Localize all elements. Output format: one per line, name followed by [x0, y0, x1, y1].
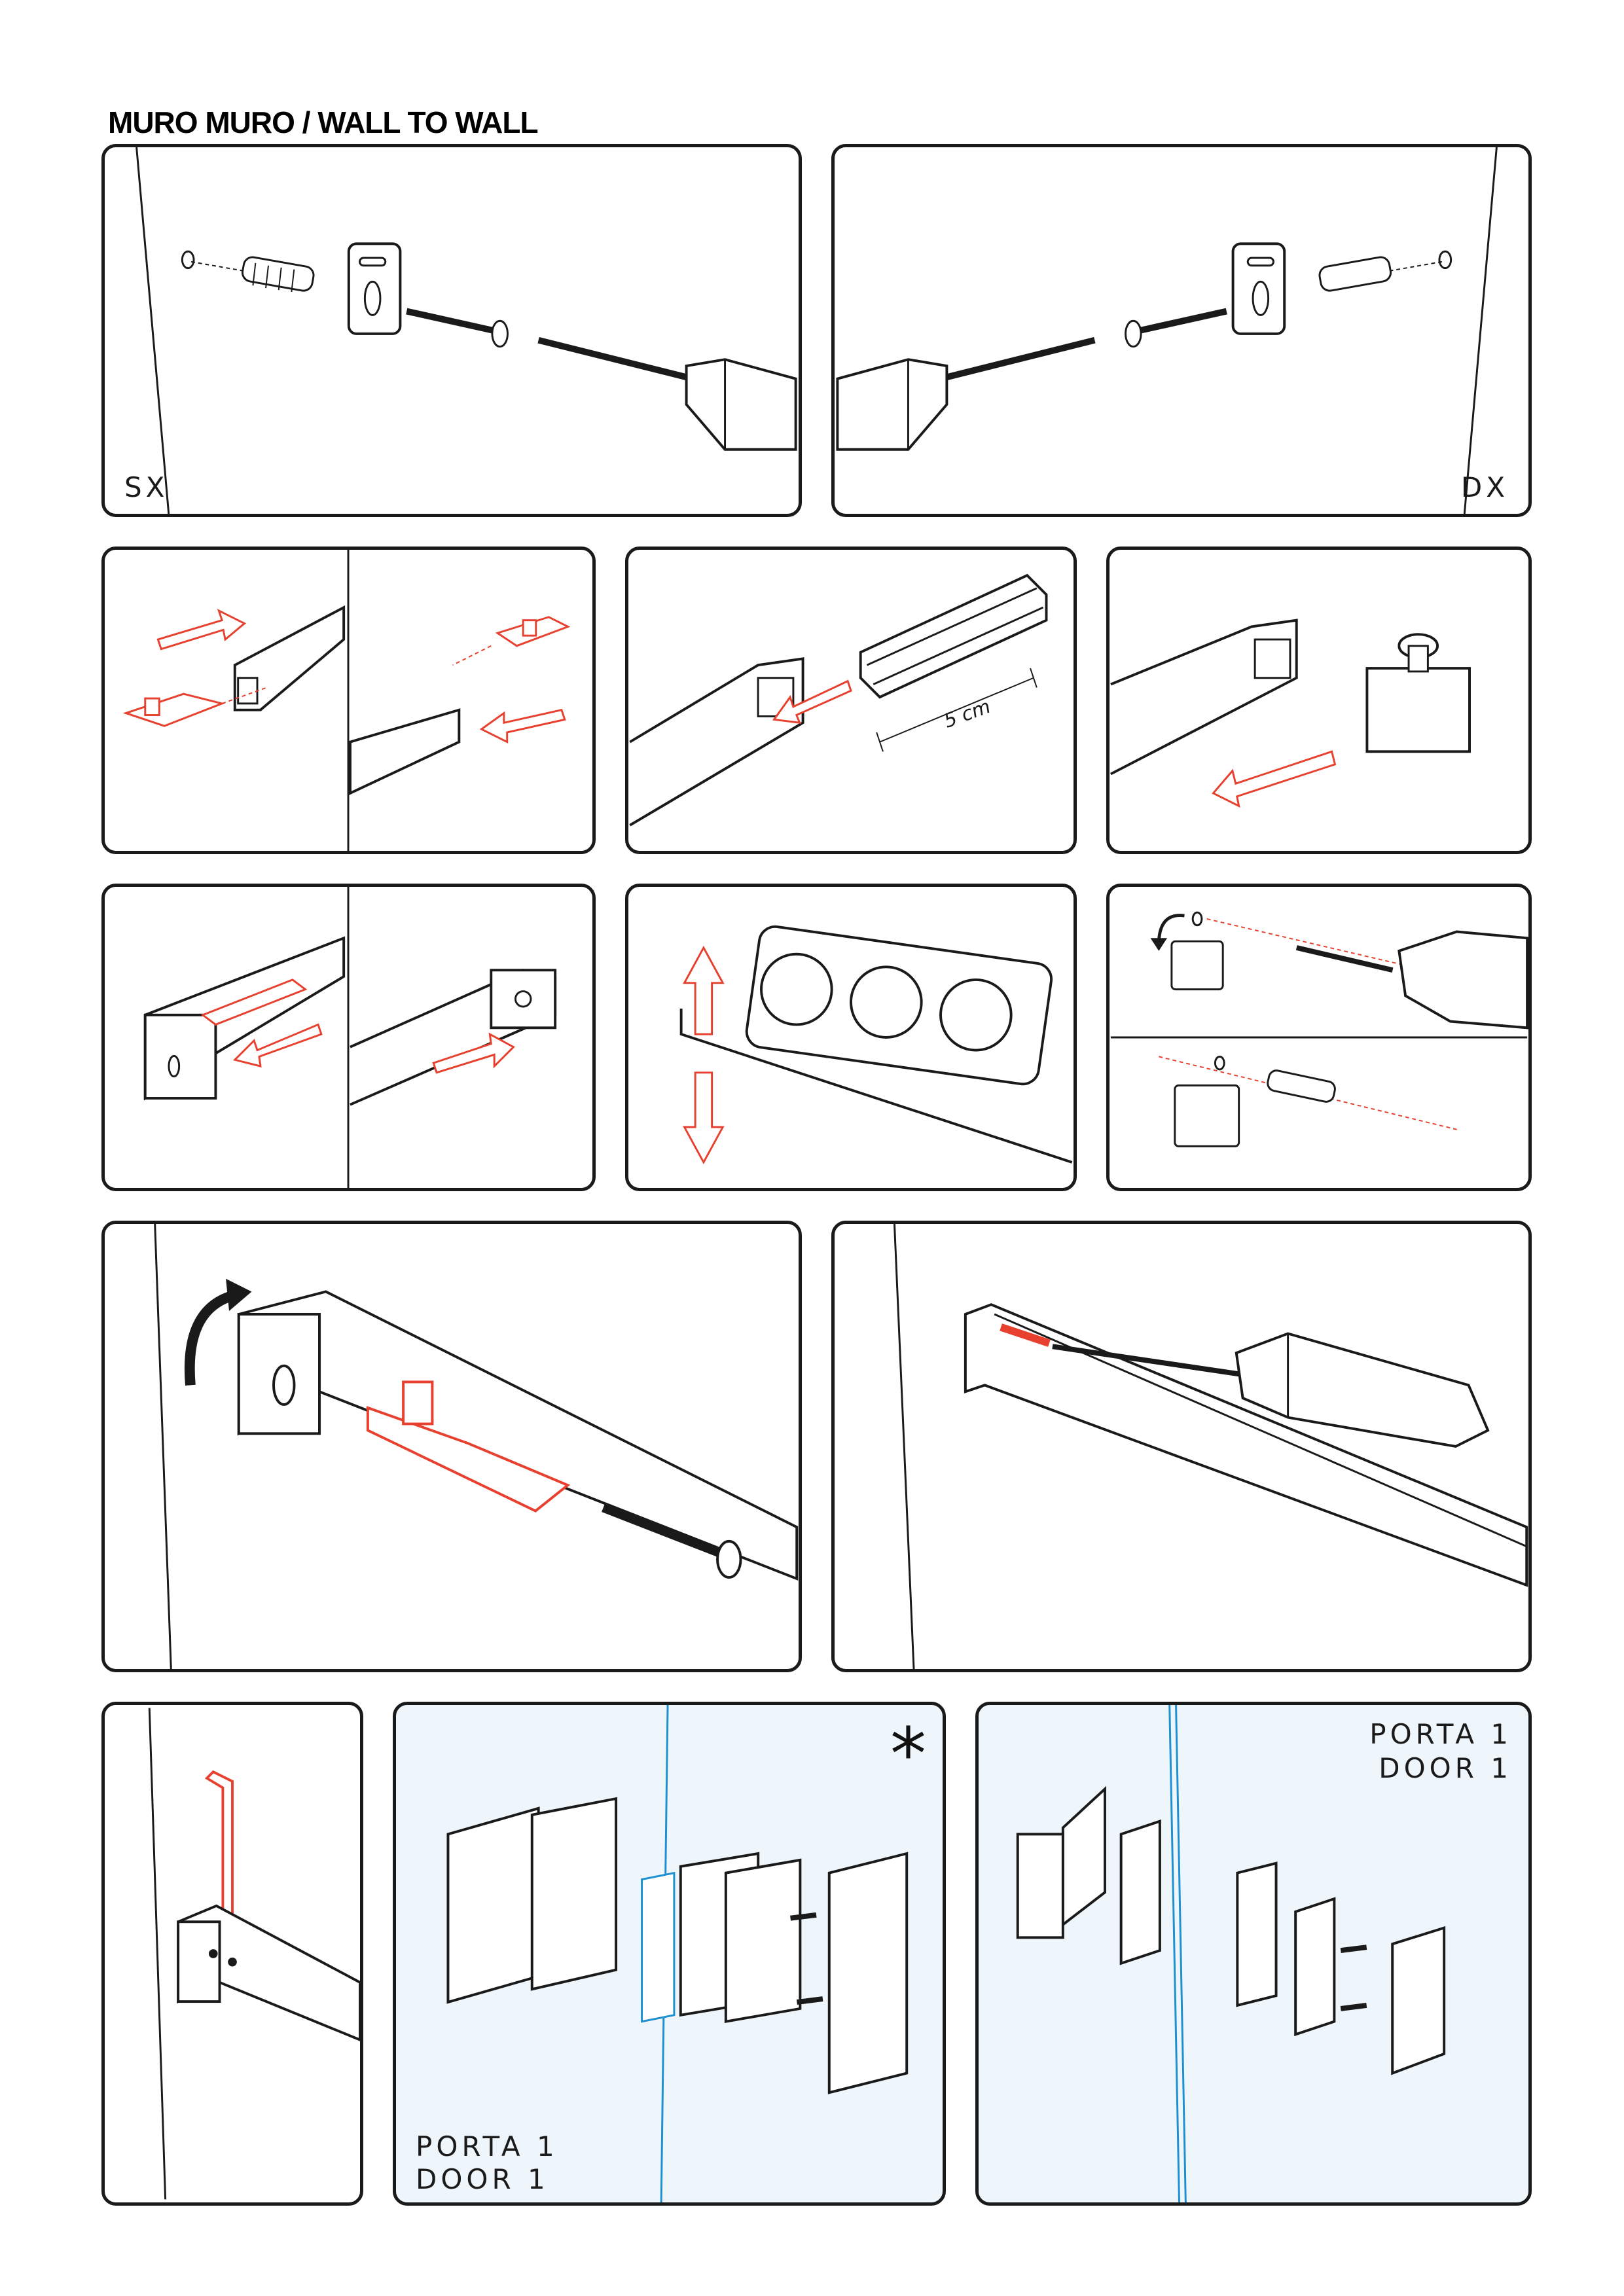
wall-fixing-right-illustration	[836, 147, 1498, 514]
page-title: MURO MURO / WALL TO WALL	[108, 105, 539, 139]
screw-icon	[602, 1503, 742, 1579]
gasket-icon	[859, 573, 1048, 699]
end-cap-icon	[1365, 633, 1471, 753]
slide-plates-illustration	[143, 887, 557, 1188]
wall-fixing-left-illustration	[135, 147, 797, 514]
door-fitting-exploded-illustration	[446, 1705, 909, 2202]
rail-end-icon	[143, 936, 346, 1101]
screwdriver-icon	[836, 336, 1096, 451]
door-label-en: DOOR 1	[416, 2163, 549, 2195]
level-tool-icon	[745, 925, 1053, 1086]
cover-cap-icon	[827, 1852, 909, 2094]
screw-icon	[406, 308, 509, 348]
arrow-icon	[232, 1023, 323, 1067]
down-arrow-icon	[683, 1071, 725, 1164]
step-panel-drill-wall	[1106, 884, 1532, 1191]
screw-icon	[1340, 1945, 1367, 2011]
step-panel-tighten-screw	[831, 1221, 1532, 1672]
gasket-icon	[641, 1871, 676, 2023]
arrow-icon	[432, 1032, 515, 1074]
arrow-icon	[156, 609, 247, 651]
rotate-arrow-icon	[184, 1278, 252, 1386]
screw-icon	[1000, 1323, 1051, 1347]
door-hinge-illustration	[1016, 1705, 1446, 2202]
cover-cap-icon	[1391, 1926, 1446, 2075]
dimension-line	[876, 668, 1038, 752]
right-side-label: DX	[1460, 471, 1509, 503]
insert-end-cap-illustration	[1110, 619, 1471, 808]
drill-icon	[1295, 930, 1528, 1030]
mount-rail-illustration	[154, 1224, 799, 1669]
rail-profile-icon	[348, 708, 461, 795]
door-label-it: PORTA 1	[416, 2130, 558, 2162]
drill-wall-illustration	[1110, 911, 1528, 1147]
rail-end-icon	[237, 1290, 799, 1581]
rail-end-icon	[350, 969, 557, 1106]
hex-key-illustration	[148, 1708, 360, 2200]
arrow-icon	[772, 679, 852, 725]
step-panel-insert-plates	[101, 547, 596, 854]
step-panel-insert-end-cap	[1106, 547, 1532, 854]
screw-icon	[790, 1912, 823, 2005]
up-arrow-icon	[683, 945, 725, 1035]
step-panel-door-fitting-exploded: * PORTA 1 DOOR 1	[393, 1702, 946, 2206]
connector-plate-icon	[366, 1380, 571, 1513]
wall-plug-icon	[241, 256, 315, 293]
wall-plug-icon	[1267, 1069, 1336, 1103]
step-panel-mount-rail	[101, 1221, 802, 1672]
insert-plates-illustration	[122, 550, 571, 851]
step-panel-insert-gasket: 5 cm	[625, 547, 1077, 854]
hinge-bracket-icon	[1016, 1785, 1106, 1939]
note-asterisk: *	[890, 1712, 926, 1796]
insert-gasket-illustration: 5 cm	[629, 573, 1048, 827]
wall-bracket-icon	[1231, 242, 1286, 335]
rotate-arrow-icon	[1150, 914, 1185, 951]
connector-plate-icon	[495, 616, 571, 647]
connector-plate-icon	[122, 692, 226, 727]
rail-profile-icon	[233, 605, 346, 711]
wall-bracket-icon	[347, 242, 402, 335]
step-panel-door-hinge: PORTA 1 DOOR 1	[975, 1702, 1532, 2206]
plate-icon	[1236, 1861, 1336, 2037]
left-side-label: SX	[124, 471, 169, 503]
adjust-height-illustration	[679, 925, 1073, 1164]
dimension-label: 5 cm	[941, 695, 994, 732]
connector-plate-icon	[200, 978, 308, 1026]
rail-end-icon	[177, 1904, 360, 2041]
rail-profile-icon	[1110, 619, 1298, 776]
arrow-icon	[479, 708, 566, 744]
screwdriver-icon	[537, 336, 797, 451]
rail-profile-icon	[629, 657, 804, 827]
door-label-en: DOOR 1	[1379, 1752, 1512, 1784]
bracket-icon	[446, 1797, 618, 2004]
step-panel-hex-key	[101, 1702, 363, 2206]
arrow-icon	[1212, 750, 1337, 808]
plate-icon	[679, 1852, 802, 2023]
step-panel-slide-plates	[101, 884, 596, 1191]
plate-icon	[1119, 1819, 1161, 1965]
tighten-screw-illustration	[893, 1224, 1528, 1669]
screwdriver-icon	[1052, 1332, 1490, 1448]
step-panel-wall-fixing-left: SX	[101, 144, 802, 517]
screw-icon	[1125, 308, 1227, 348]
step-panel-wall-fixing-right: DX	[831, 144, 1532, 517]
wall-plug-icon	[1318, 256, 1392, 292]
step-panel-adjust-height	[625, 884, 1077, 1191]
door-label-it: PORTA 1	[1369, 1718, 1512, 1750]
hex-key-icon	[204, 1770, 234, 1920]
